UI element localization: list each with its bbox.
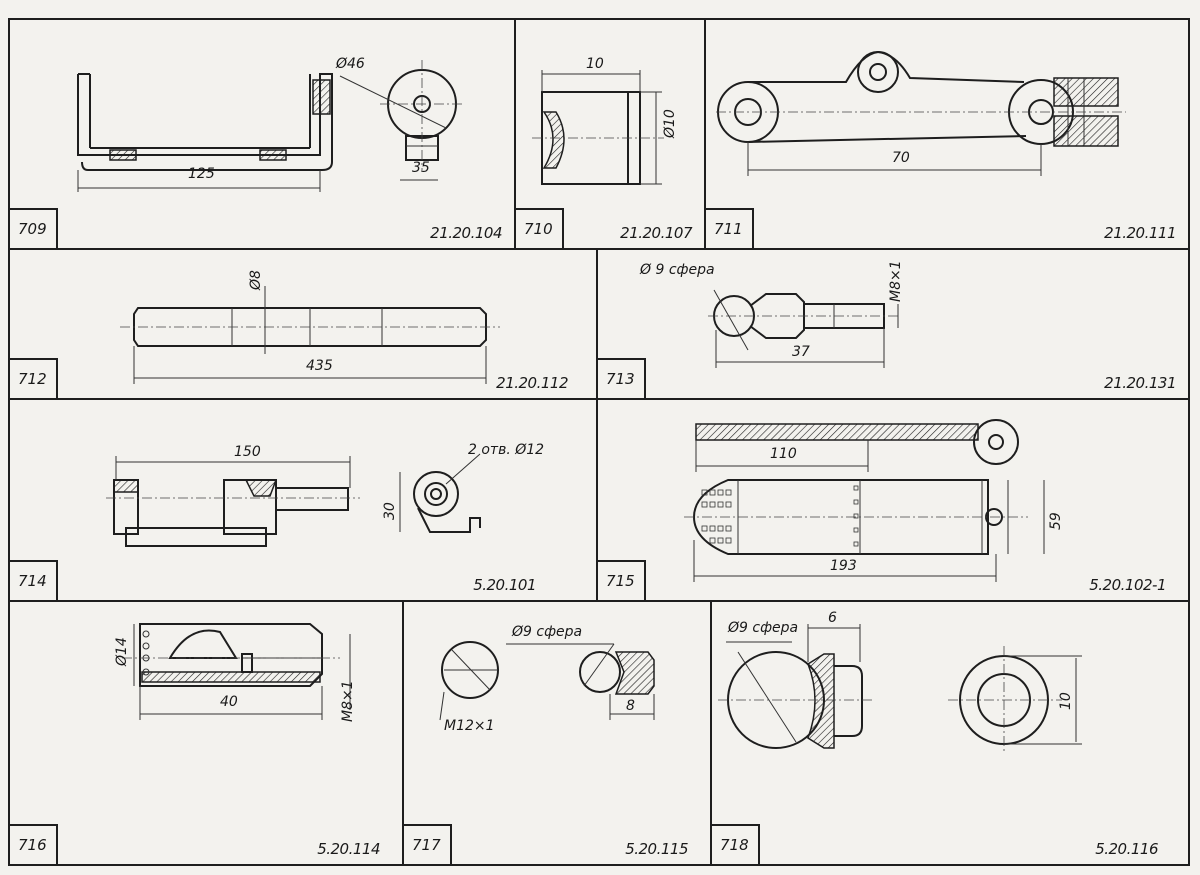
part-cell-710: 10 Ø10 710 21.20.107 [514,18,706,250]
dim-718-diameter: 10 [1058,692,1074,710]
part-712-drawing [120,286,500,384]
part-number-712: 712 [10,358,58,398]
part-cell-714: 150 2 отв. Ø12 30 714 5.20.101 [8,398,598,602]
part-713-drawing [708,289,899,368]
dim-712-diameter: Ø8 [248,270,264,290]
part-code-713: 21.20.131 [1104,374,1176,392]
part-code-711: 21.20.111 [1104,224,1176,242]
part-number-717: 717 [404,824,452,864]
dim-710-diameter: Ø10 [662,109,678,138]
dim-716-length: 40 [220,694,238,710]
dim-717-sphere: Ø9 сфера [512,624,583,640]
part-717-drawing [439,641,655,721]
dim-715-length: 193 [830,558,857,574]
dim-713-length: 37 [792,344,810,360]
dim-714-length: 150 [234,444,261,460]
part-cell-717: Ø9 сфера M12×1 8 717 5.20.115 [402,600,712,866]
part-code-709: 21.20.104 [430,224,502,242]
part-709-drawing [77,60,465,192]
part-cell-718: Ø9 сфера 6 10 718 5.20.116 [710,600,1190,866]
dim-713-thread: M8×1 [888,260,904,302]
part-number-709: 709 [10,208,58,248]
part-number-715: 715 [598,560,646,600]
part-code-712: 21.20.112 [496,374,568,392]
part-711-drawing [716,50,1126,176]
part-code-716: 5.20.114 [317,840,380,858]
part-code-718: 5.20.116 [1095,840,1158,858]
dim-709-width: 35 [412,160,430,176]
part-cell-712: Ø8 435 712 21.20.112 [8,248,598,400]
dim-710-length: 10 [586,56,604,72]
part-number-711: 711 [706,208,754,248]
part-code-717: 5.20.115 [625,840,688,858]
part-715-drawing [684,419,1045,582]
dim-715-top-length: 110 [770,446,797,462]
part-cell-715: 110 59 193 715 5.20.102-1 [596,398,1190,602]
dim-715-diameter: 59 [1048,512,1064,530]
part-number-710: 710 [516,208,564,248]
dim-711-length: 70 [892,150,910,166]
part-710-drawing [532,70,664,185]
dim-718-sphere: Ø9 сфера [728,620,799,636]
part-718-drawing [718,624,1082,754]
part-number-716: 716 [10,824,58,864]
part-cell-716: Ø14 40 M8×1 716 5.20.114 [8,600,404,866]
dim-718-width: 6 [828,610,837,626]
dim-709-length: 125 [188,166,215,182]
part-cell-709: Ø46 125 35 709 21.20.104 [8,18,516,250]
dim-714-height: 30 [382,502,398,520]
dim-709-diameter: Ø46 [336,56,365,72]
dim-716-thread: M8×1 [340,680,356,722]
dim-713-sphere: Ø 9 сфера [640,262,715,278]
part-number-714: 714 [10,560,58,600]
part-code-715: 5.20.102-1 [1089,576,1166,594]
part-cell-711: 70 711 21.20.111 [704,18,1190,250]
dim-712-length: 435 [306,358,333,374]
part-code-710: 21.20.107 [620,224,692,242]
dim-714-holes: 2 отв. Ø12 [468,442,545,458]
part-number-713: 713 [598,358,646,398]
dim-717-thread: M12×1 [444,718,495,734]
dim-716-diameter: Ø14 [114,637,130,666]
dim-717-width: 8 [626,698,635,714]
part-716-drawing [122,623,351,720]
part-code-714: 5.20.101 [473,576,536,594]
part-714-drawing [106,453,481,547]
part-number-718: 718 [712,824,760,864]
part-cell-713: Ø 9 сфера M8×1 37 713 21.20.131 [596,248,1190,400]
